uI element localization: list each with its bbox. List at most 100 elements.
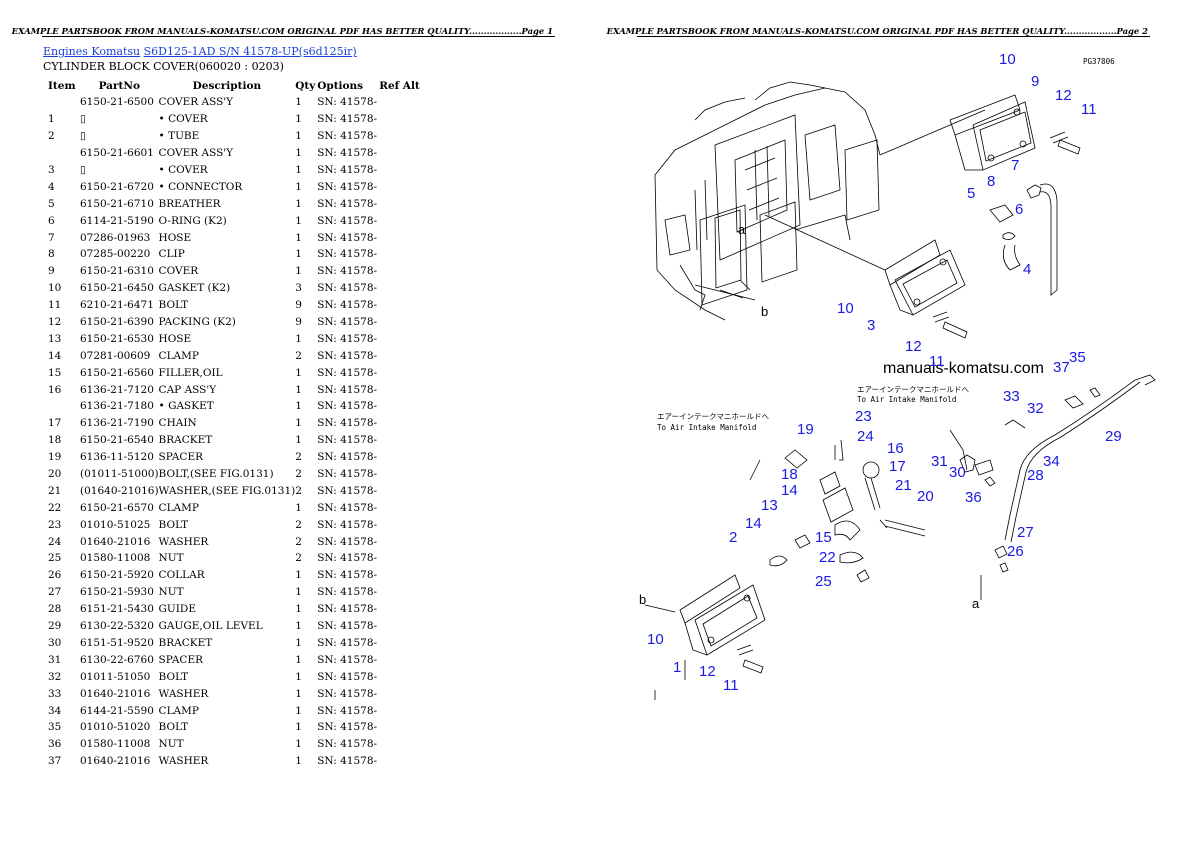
cell-ref-alt [379, 550, 420, 567]
cell-partno: (01640-21016) [80, 484, 159, 497]
cell-ref-alt [379, 651, 420, 668]
cell-item [45, 398, 80, 415]
cell-description: O-RING (K2) [158, 214, 227, 227]
callout-number: 2 [729, 529, 737, 546]
page-header: EXAMPLE PARTSBOOK FROM MANUALS-KOMATSU.C… [11, 26, 553, 36]
cell-options: SN: 41578- [317, 586, 378, 599]
cell-ref-alt [379, 482, 420, 499]
breadcrumb: Engines Komatsu S6D125-1AD S/N 41578-UP(… [43, 45, 357, 58]
cell-qty: 1 [295, 197, 302, 210]
cell-description: BOLT [158, 299, 189, 312]
cell-item: 18 [48, 434, 62, 447]
cell-partno: 6150-21-6560 [80, 366, 154, 379]
breadcrumb-link-model[interactable]: S6D125-1AD S/N 41578-UP(s6d125ir) [143, 45, 357, 58]
cell-item: 9 [48, 265, 55, 278]
ref-letter-a: a [738, 222, 746, 237]
cell-description: HOSE [158, 332, 192, 345]
cell-ref-alt [379, 364, 420, 381]
cell-partno: 6151-51-9520 [80, 636, 154, 649]
cell-description: • TUBE [158, 130, 200, 143]
cell-qty: 1 [295, 265, 302, 278]
cell-qty: 1 [295, 586, 302, 599]
cell-item: 19 [48, 451, 62, 464]
cell-ref-alt [379, 145, 420, 162]
cell-ref-alt [379, 432, 420, 449]
cell-item: 28 [48, 603, 62, 616]
cell-partno: 6151-21-5430 [80, 603, 154, 616]
cell-qty: 1 [295, 231, 302, 244]
cell-item: 22 [48, 501, 62, 514]
cell-description: • COVER [158, 164, 208, 176]
callout-number: 10 [999, 51, 1016, 68]
cell-ref-alt [379, 347, 420, 364]
cell-ref-alt [379, 178, 420, 195]
ref-letter-b: b [761, 304, 768, 319]
cell-ref-alt [379, 685, 420, 702]
cell-options: SN: 41578- [317, 417, 378, 430]
callout-number: 22 [819, 549, 836, 566]
cell-ref-alt [379, 702, 420, 719]
cell-description: COVER [158, 265, 199, 278]
ref-letter-a: a [972, 596, 980, 611]
cell-item: 24 [48, 535, 62, 548]
callout-number: 31 [931, 453, 948, 470]
cell-description: BRACKET [158, 434, 213, 447]
cell-description: • COVER [158, 113, 208, 126]
cell-qty: 2 [295, 349, 302, 362]
cell-qty: 1 [295, 670, 302, 683]
cell-partno: 01011-51050 [80, 670, 151, 683]
cell-item: 25 [48, 552, 62, 565]
cell-item: 14 [48, 349, 62, 362]
col-header-qty: Qty [295, 79, 316, 92]
cell-item: 32 [48, 670, 62, 683]
callout-number: 1 [673, 659, 681, 676]
breadcrumb-link-engines[interactable]: Engines Komatsu [43, 45, 141, 58]
cell-partno: 6150-21-6530 [80, 332, 154, 345]
cell-description: WASHER [158, 755, 209, 768]
callout-number: 16 [887, 440, 904, 457]
cell-qty: 1 [295, 383, 302, 396]
cell-partno: 07286-01963 [80, 231, 151, 244]
cell-qty: 1 [295, 721, 302, 734]
callout-number: 7 [1011, 157, 1019, 174]
callout-number: 27 [1017, 524, 1034, 541]
cell-partno: ▯ [80, 130, 86, 143]
callout-number: 10 [837, 300, 854, 317]
cell-options: SN: 41578- [317, 400, 378, 413]
cover-middle-drawing [884, 239, 968, 339]
cell-item: 4 [48, 180, 55, 193]
cell-item: 23 [48, 518, 62, 531]
cell-item: 3 [48, 164, 55, 176]
cell-description: COLLAR [158, 569, 205, 582]
cell-description: GAUGE,OIL LEVEL [158, 620, 263, 633]
cell-description: GUIDE [158, 603, 197, 616]
cell-ref-alt [379, 635, 420, 652]
cell-options: SN: 41578- [317, 349, 378, 362]
cell-qty: 1 [295, 704, 302, 717]
cell-qty: 2 [295, 535, 302, 548]
cell-partno: 07281-00609 [80, 349, 151, 362]
cell-ref-alt [379, 128, 420, 145]
cell-options: SN: 41578- [317, 113, 378, 126]
cell-options: SN: 41578- [317, 366, 378, 379]
cell-qty: 1 [295, 620, 302, 633]
callout-number: 12 [699, 663, 716, 680]
cell-qty: 3 [295, 282, 302, 295]
cell-qty: 1 [295, 636, 302, 649]
cell-description: COVER ASS'Y [158, 96, 234, 109]
cell-ref-alt [379, 533, 420, 550]
cell-options: SN: 41578- [317, 518, 378, 531]
cell-options: SN: 41578- [317, 738, 378, 751]
cell-qty: 1 [295, 738, 302, 751]
